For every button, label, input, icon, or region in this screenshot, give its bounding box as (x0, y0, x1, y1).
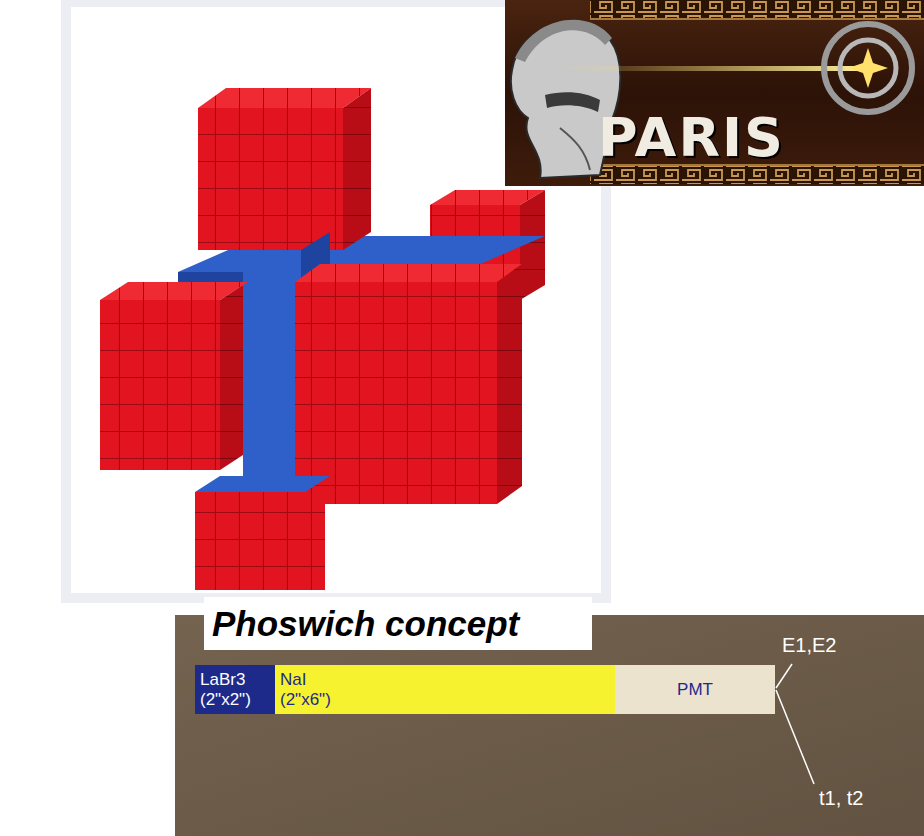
detector-cluster-part (243, 250, 301, 500)
scintillator-crystal: NaI (2"x6") (275, 665, 615, 714)
detector-cluster-part (343, 88, 371, 250)
detector-cluster-part (295, 282, 497, 504)
logo-graphic (848, 48, 888, 88)
logo-graphic (560, 66, 865, 71)
logo-graphic (840, 40, 896, 96)
logo-graphic (590, 166, 924, 184)
detector-cluster-part (198, 88, 371, 108)
node-text: PMT (677, 680, 713, 700)
detector-cluster-part (295, 264, 522, 282)
scintillator-crystal: LaBr3 (2"x2") (195, 665, 275, 714)
detector-cluster-part (497, 264, 522, 504)
logo-graphic (560, 128, 590, 170)
logo-graphic (505, 0, 924, 186)
signal-label: E1,E2 (782, 634, 836, 656)
logo-graphic (590, 18, 924, 20)
signal-label: t1, t2 (819, 787, 863, 809)
detector-cluster-part (195, 476, 330, 492)
logo-graphic (515, 20, 612, 62)
logo-graphic (824, 24, 912, 112)
node-text: NaI (2"x6") (280, 670, 350, 709)
logo-text: PARIS (598, 108, 785, 167)
detector-cluster-part (220, 285, 243, 470)
section-heading: Phoswich concept (204, 597, 592, 650)
detector-cluster-part (195, 492, 325, 590)
detector-cluster-part (100, 300, 220, 470)
leader-line (776, 690, 814, 784)
node-text: LaBr3 (2"x2") (200, 670, 272, 709)
detector-cluster-part (100, 88, 545, 590)
logo-graphic (545, 92, 600, 112)
leader-line (776, 664, 792, 688)
detector-cluster-part (198, 108, 343, 250)
logo-graphic (590, 0, 924, 18)
photomultiplier-box: PMT (615, 665, 775, 714)
logo-graphic (505, 0, 924, 186)
